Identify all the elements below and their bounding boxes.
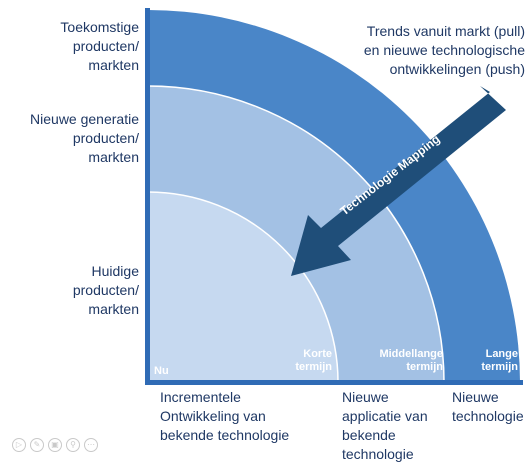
arc-label-now: Nu xyxy=(154,365,169,377)
label-new-technology: Nieuwe technologie xyxy=(452,389,524,424)
zoom-icon[interactable]: ⚲ xyxy=(66,438,80,452)
arc-separator-middle xyxy=(147,85,445,383)
play-icon[interactable]: ▷ xyxy=(12,438,26,452)
arc-label-short-term: Korte termijn xyxy=(295,348,332,373)
label-future-products: Toekomstige producten/ markten xyxy=(60,19,139,73)
label-next-gen-products: Nieuwe generatie producten/ markten xyxy=(30,111,139,165)
x-axis xyxy=(145,380,523,385)
more-icon[interactable]: ⋯ xyxy=(84,438,98,452)
y-axis xyxy=(145,8,150,385)
trends-text: Trends vanuit markt (pull) en nieuwe tec… xyxy=(363,23,525,77)
inner-band xyxy=(148,192,338,382)
arc-label-medium-term: Middellange termijn xyxy=(379,348,443,373)
copy-icon[interactable]: ▣ xyxy=(48,438,62,452)
label-incremental-development: Incrementele Ontwikkeling van bekende te… xyxy=(160,389,290,443)
label-current-products: Huidige producten/ markten xyxy=(72,263,139,317)
slide-controls: ▷ ✎ ▣ ⚲ ⋯ xyxy=(12,438,98,452)
arc-separator-inner xyxy=(147,191,339,383)
arc-label-long-term: Lange termijn xyxy=(481,348,518,373)
edit-icon[interactable]: ✎ xyxy=(30,438,44,452)
label-new-application: Nieuwe applicatie van bekende technologi… xyxy=(342,389,428,462)
technology-mapping-arrow xyxy=(291,86,506,276)
